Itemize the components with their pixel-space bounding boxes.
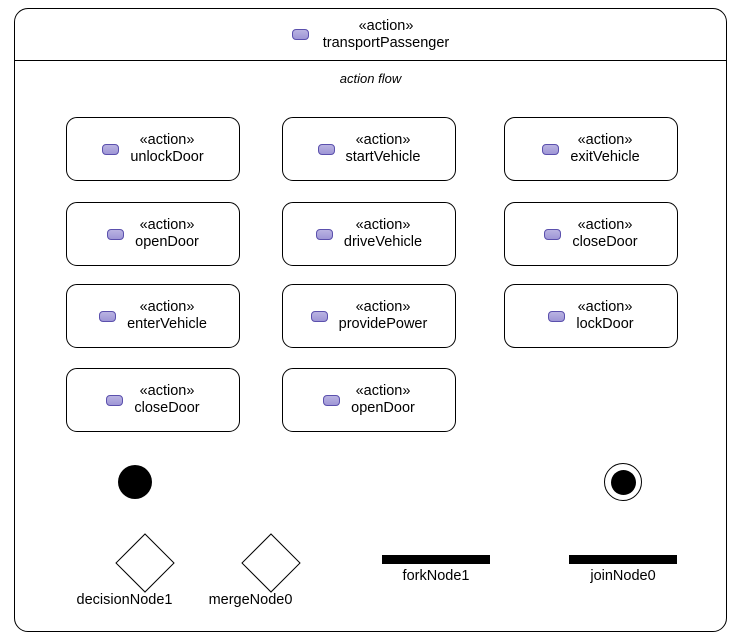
merge-node[interactable]: mergeNode0 bbox=[209, 533, 301, 608]
merge-node-diamond bbox=[241, 533, 301, 593]
action-icon bbox=[544, 228, 562, 240]
action-node-stereotype: «action» bbox=[139, 132, 195, 148]
action-node-stereotype: «action» bbox=[355, 217, 411, 233]
activity-final-node[interactable] bbox=[604, 463, 642, 501]
decision-node[interactable]: decisionNode1 bbox=[77, 533, 175, 608]
action-node-name: openDoor bbox=[135, 234, 199, 250]
action-icon bbox=[548, 310, 566, 322]
action-node-stereotype: «action» bbox=[577, 217, 633, 233]
header-divider bbox=[15, 60, 726, 61]
action-node-title-block: «action»startVehicle bbox=[346, 132, 421, 166]
action-node-stereotype: «action» bbox=[139, 383, 195, 399]
action-icon bbox=[291, 29, 309, 40]
action-node-title-block: «action»closeDoor bbox=[572, 217, 637, 251]
action-node-title-block: «action»providePower bbox=[339, 299, 428, 333]
action-icon bbox=[107, 228, 125, 240]
frame-name: transportPassenger bbox=[322, 34, 450, 51]
fork-node-label: forkNode1 bbox=[402, 568, 470, 584]
join-node-bar bbox=[569, 555, 677, 564]
fork-node-bar bbox=[382, 555, 490, 564]
frame-header[interactable]: «action» transportPassenger bbox=[15, 9, 726, 60]
action-node[interactable]: «action»openDoor bbox=[282, 368, 456, 432]
action-icon bbox=[323, 394, 341, 406]
action-node-title-block: «action»unlockDoor bbox=[130, 132, 203, 166]
action-node-stereotype: «action» bbox=[355, 299, 411, 315]
action-node[interactable]: «action»providePower bbox=[282, 284, 456, 348]
frame-stereotype: «action» bbox=[358, 17, 414, 34]
action-node[interactable]: «action»closeDoor bbox=[66, 368, 240, 432]
action-node-title-block: «action»lockDoor bbox=[576, 299, 633, 333]
fork-node[interactable]: forkNode1 bbox=[382, 555, 490, 584]
action-icon bbox=[542, 143, 560, 155]
action-node-name: driveVehicle bbox=[343, 234, 423, 250]
action-node[interactable]: «action»unlockDoor bbox=[66, 117, 240, 181]
action-icon bbox=[99, 310, 117, 322]
decision-node-diamond bbox=[115, 533, 175, 593]
action-node-name: lockDoor bbox=[576, 316, 634, 332]
action-node-title-block: «action»enterVehicle bbox=[127, 299, 207, 333]
action-node[interactable]: «action»closeDoor bbox=[504, 202, 678, 266]
action-node[interactable]: «action»driveVehicle bbox=[282, 202, 456, 266]
activity-diagram-frame: «action» transportPassenger action flow … bbox=[14, 8, 727, 632]
action-node-name: openDoor bbox=[351, 400, 415, 416]
final-node-inner-dot bbox=[610, 469, 636, 495]
action-node-title-block: «action»closeDoor bbox=[134, 383, 199, 417]
action-node-stereotype: «action» bbox=[577, 299, 633, 315]
merge-node-label: mergeNode0 bbox=[208, 592, 293, 608]
action-node-name: enterVehicle bbox=[127, 316, 207, 332]
action-node-name: closeDoor bbox=[572, 234, 638, 250]
action-node[interactable]: «action»lockDoor bbox=[504, 284, 678, 348]
join-node-label: joinNode0 bbox=[590, 568, 656, 584]
action-node-name: startVehicle bbox=[345, 149, 421, 165]
action-node-name: providePower bbox=[338, 316, 428, 332]
action-node-stereotype: «action» bbox=[139, 217, 195, 233]
action-node-stereotype: «action» bbox=[355, 132, 411, 148]
action-node-title-block: «action»driveVehicle bbox=[344, 217, 422, 251]
action-icon bbox=[315, 228, 333, 240]
action-node[interactable]: «action»enterVehicle bbox=[66, 284, 240, 348]
action-node-stereotype: «action» bbox=[355, 383, 411, 399]
initial-node[interactable] bbox=[118, 465, 152, 499]
action-node[interactable]: «action»startVehicle bbox=[282, 117, 456, 181]
decision-node-label: decisionNode1 bbox=[76, 592, 173, 608]
action-icon bbox=[106, 394, 124, 406]
action-icon bbox=[317, 143, 335, 155]
action-node-name: exitVehicle bbox=[570, 149, 640, 165]
action-node-title-block: «action»openDoor bbox=[351, 383, 415, 417]
action-node-title-block: «action»exitVehicle bbox=[570, 132, 639, 166]
action-node-name: closeDoor bbox=[134, 400, 200, 416]
frame-title-block: «action» transportPassenger bbox=[323, 18, 450, 52]
action-node[interactable]: «action»openDoor bbox=[66, 202, 240, 266]
compartment-label-action-flow: action flow bbox=[339, 71, 402, 86]
join-node[interactable]: joinNode0 bbox=[569, 555, 677, 584]
action-node-stereotype: «action» bbox=[577, 132, 633, 148]
action-node-stereotype: «action» bbox=[139, 299, 195, 315]
action-node-name: unlockDoor bbox=[130, 149, 204, 165]
action-icon bbox=[102, 143, 120, 155]
action-node[interactable]: «action»exitVehicle bbox=[504, 117, 678, 181]
action-icon bbox=[310, 310, 328, 322]
action-node-title-block: «action»openDoor bbox=[135, 217, 199, 251]
